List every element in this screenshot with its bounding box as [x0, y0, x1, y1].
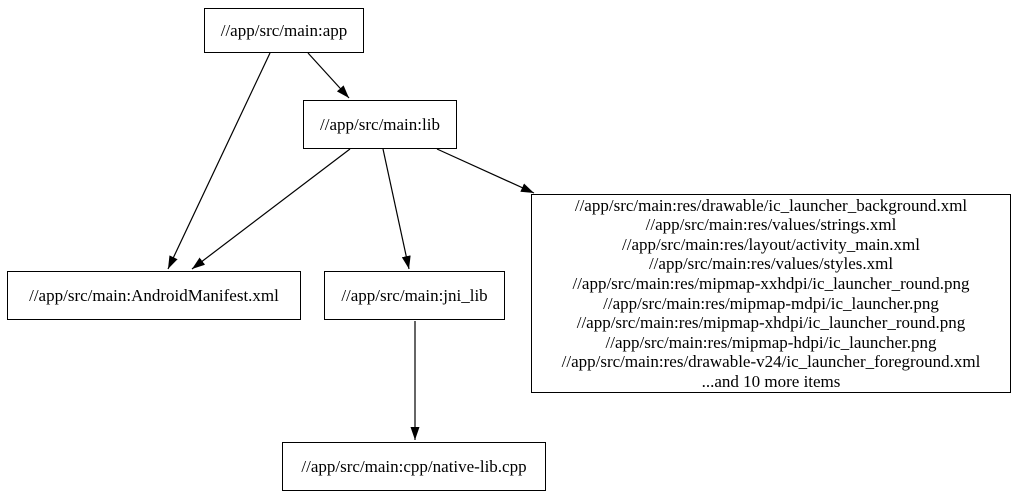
- edge-lib-to-jni-lib: [382, 148, 411, 270]
- node-lib-label: //app/src/main:lib: [320, 114, 440, 134]
- node-android-manifest-label: //app/src/main:AndroidManifest.xml: [29, 285, 279, 305]
- resource-item: //app/src/main:res/drawable-v24/ic_launc…: [561, 352, 981, 372]
- resource-more-items: ...and 10 more items: [701, 371, 841, 391]
- resource-item: //app/src/main:res/values/styles.xml: [648, 254, 894, 274]
- node-resources-group: //app/src/main:res/drawable/ic_launcher_…: [531, 194, 1011, 393]
- edge-lib-to-resources: [436, 148, 535, 194]
- edge-app-to-lib: [307, 52, 350, 99]
- node-android-manifest: //app/src/main:AndroidManifest.xml: [7, 271, 301, 320]
- resource-item: //app/src/main:res/layout/activity_main.…: [622, 234, 920, 254]
- edge-app-to-manifest: [167, 52, 271, 270]
- resource-item: //app/src/main:res/mipmap-mdpi/ic_launch…: [603, 293, 939, 313]
- resource-item: //app/src/main:res/mipmap-xxhdpi/ic_laun…: [572, 273, 970, 293]
- node-jni-lib: //app/src/main:jni_lib: [324, 271, 505, 320]
- node-app-label: //app/src/main:app: [220, 20, 348, 40]
- edge-lib-to-manifest: [191, 148, 351, 270]
- node-jni-lib-label: //app/src/main:jni_lib: [341, 285, 488, 305]
- node-lib: //app/src/main:lib: [303, 100, 457, 149]
- node-native-lib-cpp-label: //app/src/main:cpp/native-lib.cpp: [301, 456, 527, 476]
- node-app: //app/src/main:app: [204, 8, 364, 53]
- resource-item: //app/src/main:res/drawable/ic_launcher_…: [574, 195, 968, 215]
- node-native-lib-cpp: //app/src/main:cpp/native-lib.cpp: [282, 442, 546, 491]
- resource-item: //app/src/main:res/mipmap-xhdpi/ic_launc…: [576, 313, 966, 333]
- resource-item: //app/src/main:res/values/strings.xml: [645, 215, 897, 235]
- resource-item: //app/src/main:res/mipmap-hdpi/ic_launch…: [605, 332, 937, 352]
